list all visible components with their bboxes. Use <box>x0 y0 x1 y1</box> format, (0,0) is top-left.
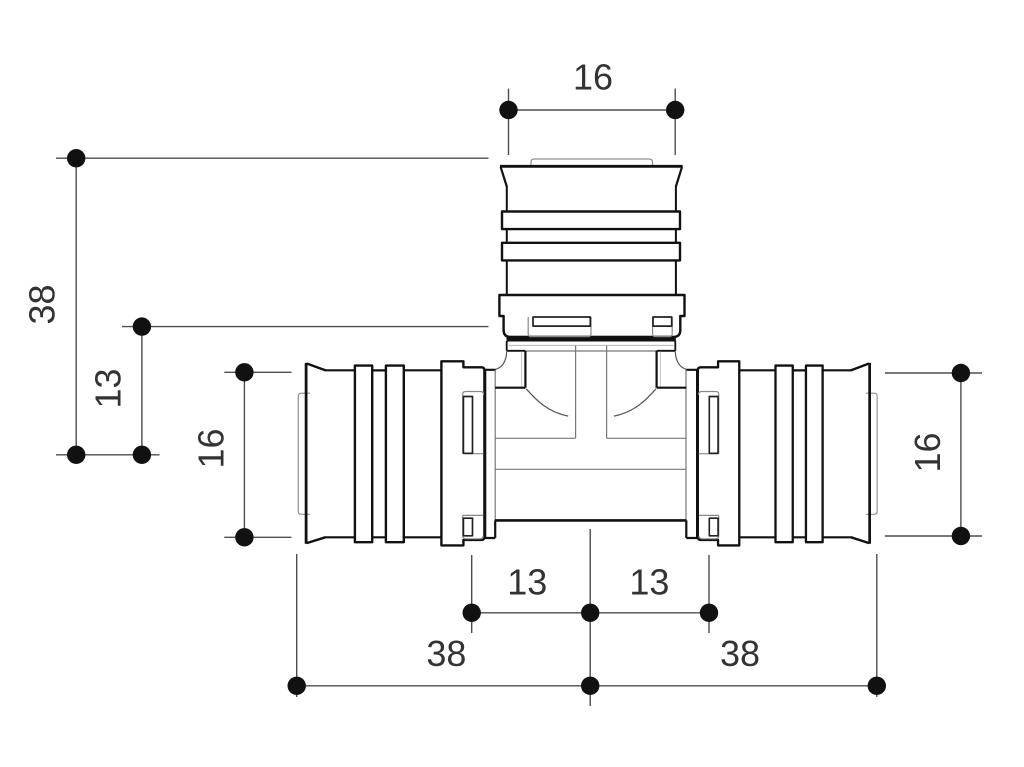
svg-text:13: 13 <box>507 562 547 603</box>
svg-text:38: 38 <box>22 284 63 324</box>
svg-text:16: 16 <box>907 432 948 472</box>
svg-text:38: 38 <box>426 633 466 674</box>
svg-text:13: 13 <box>88 368 129 408</box>
svg-text:16: 16 <box>191 428 232 468</box>
svg-text:13: 13 <box>629 562 669 603</box>
svg-text:16: 16 <box>573 56 613 97</box>
svg-text:38: 38 <box>720 633 760 674</box>
